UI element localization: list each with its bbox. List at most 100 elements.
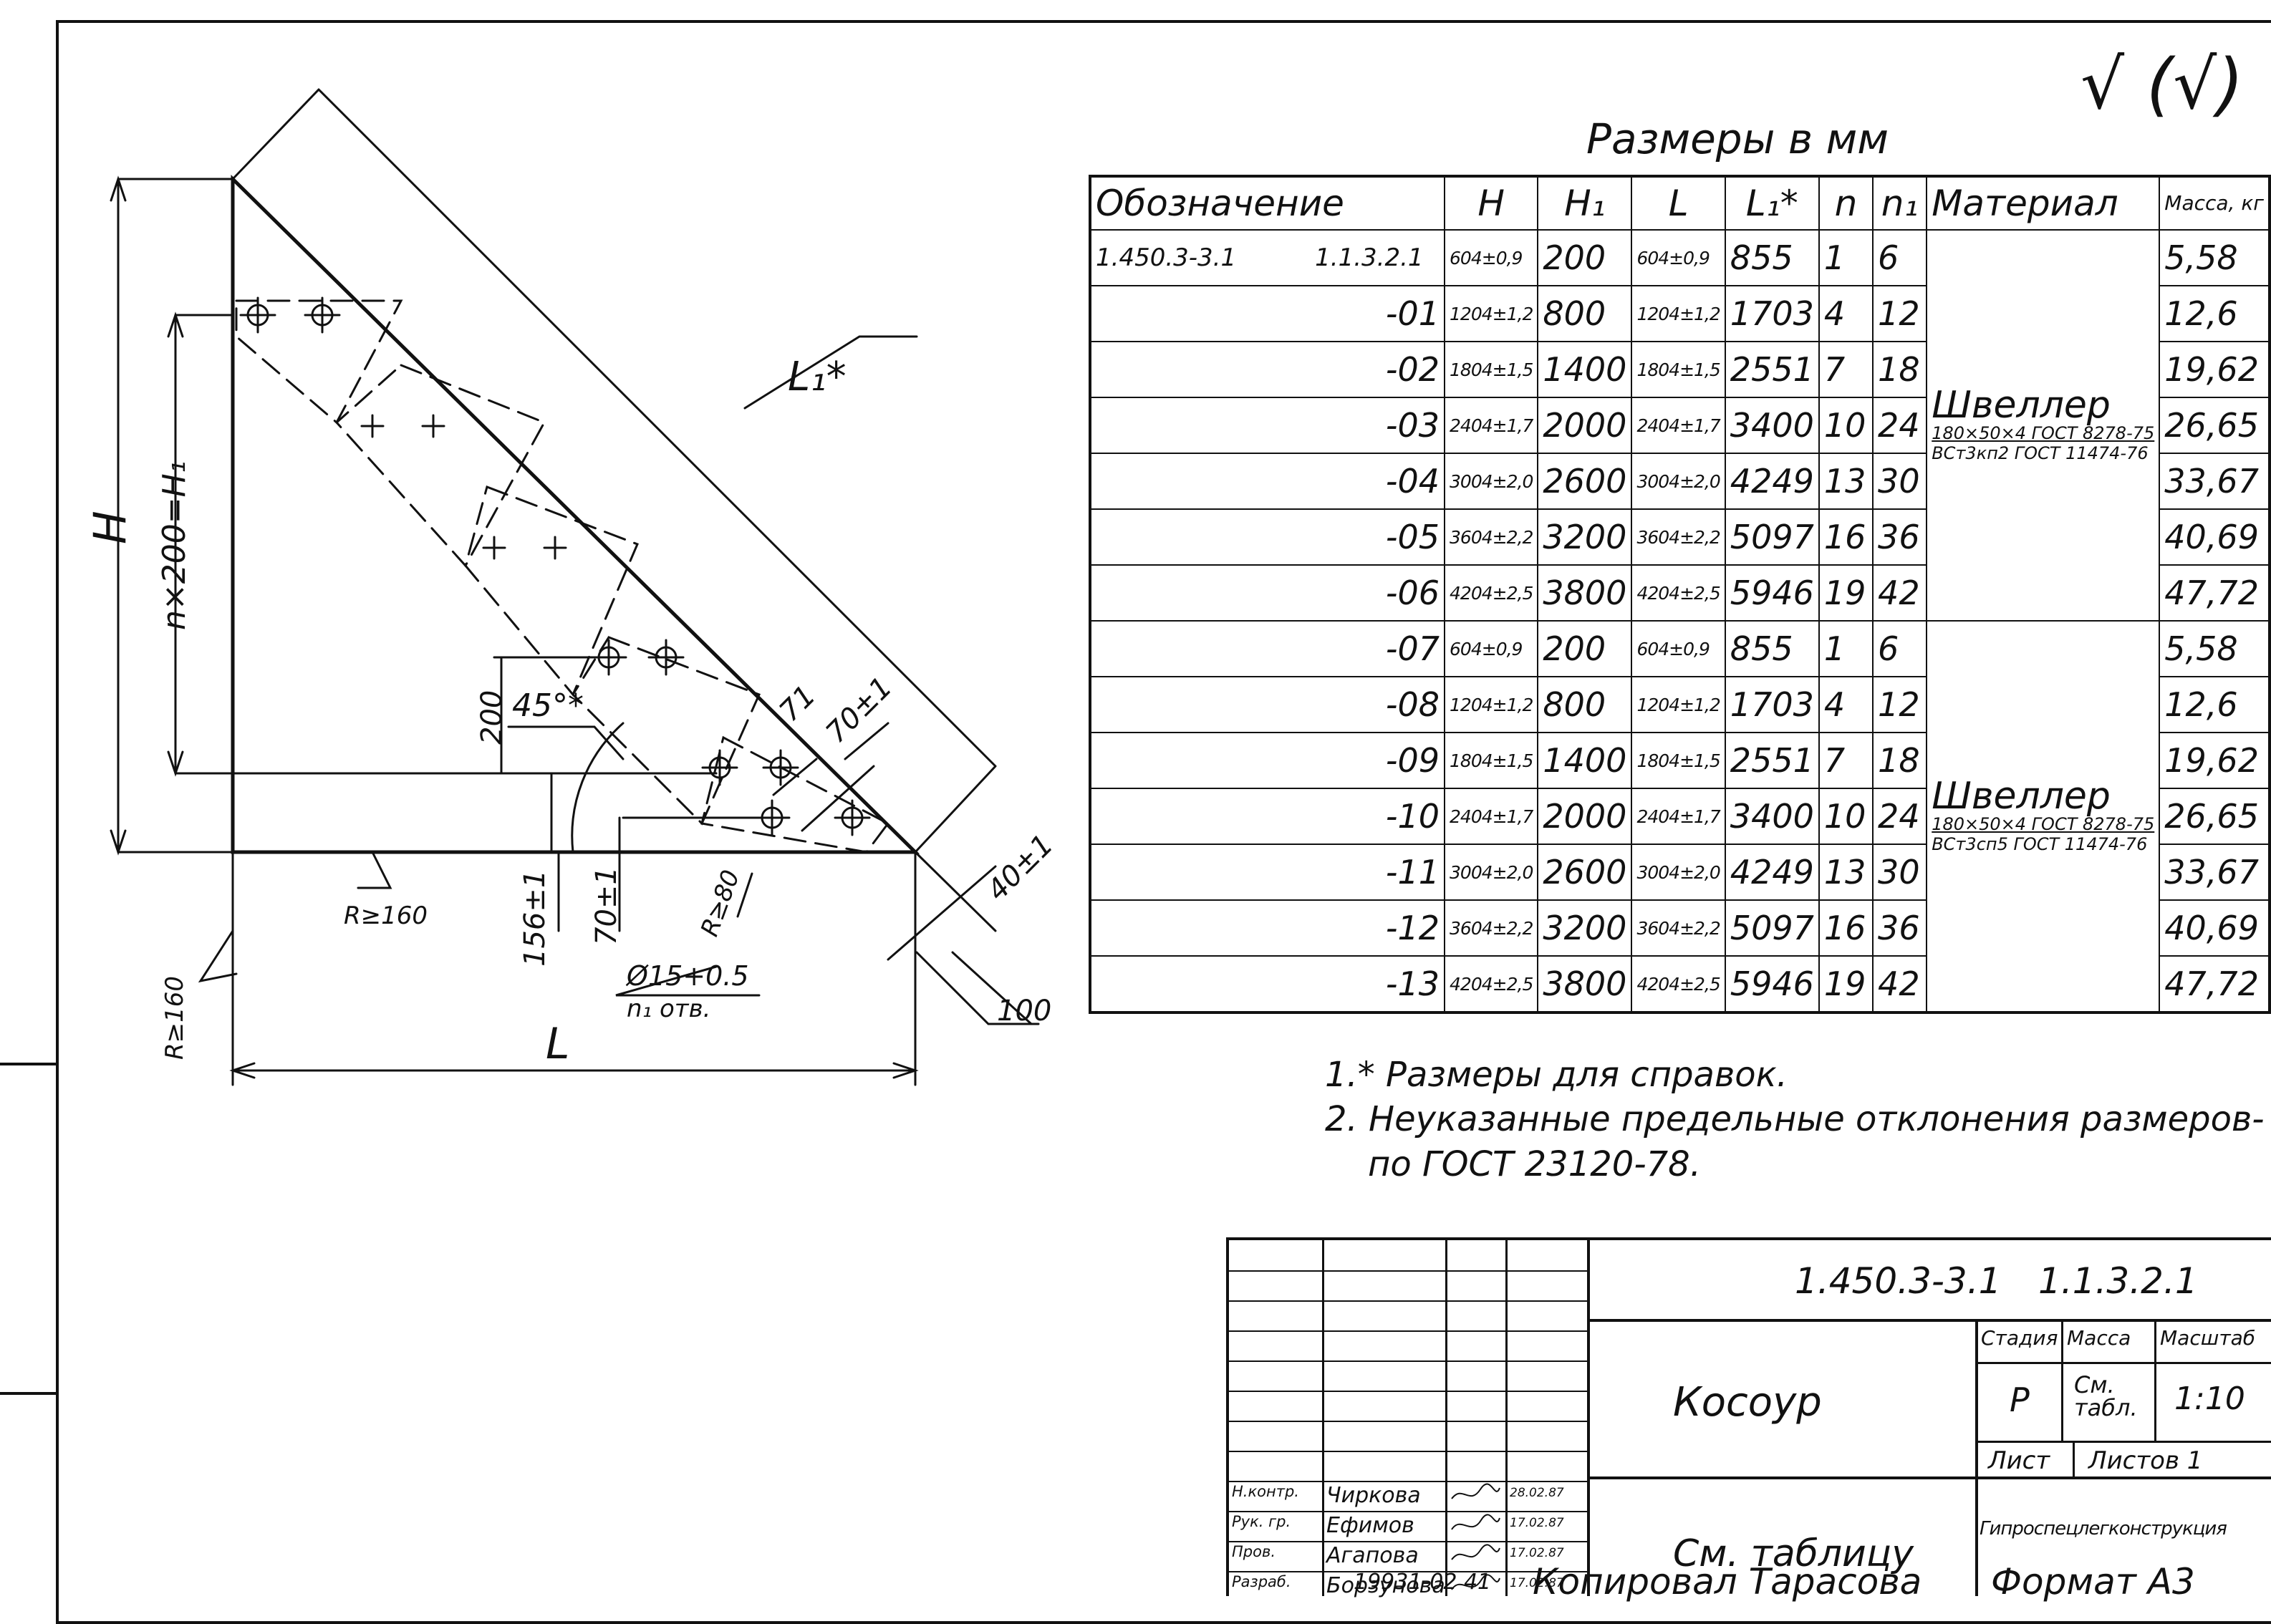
sheet-format: Формат А3 xyxy=(1991,1561,2195,1603)
cell-L: 604±0,9 xyxy=(1631,620,1726,677)
table-header-row: Обозначение H H₁ L L₁* n n₁ Материал Мас… xyxy=(1089,175,2270,231)
cell-mass: 5,58 xyxy=(2159,229,2270,286)
cell-n: 16 xyxy=(1818,899,1874,957)
holes-count: n₁ отв. xyxy=(627,995,710,1023)
cell-n1: 30 xyxy=(1872,844,1928,901)
header-n1: n₁ xyxy=(1872,175,1928,231)
cell-L: 4204±2,5 xyxy=(1631,955,1726,1013)
cell-n1: 36 xyxy=(1872,508,1928,566)
dim-H: H xyxy=(84,511,136,544)
date-3: 17.02.87 xyxy=(1510,1546,1564,1560)
cell-mass: 19,62 xyxy=(2159,732,2270,789)
material-name: Швеллер xyxy=(1932,384,2111,427)
date-2: 17.02.87 xyxy=(1510,1516,1564,1530)
cell-H1: 2600 xyxy=(1537,844,1633,901)
header-H1: H₁ xyxy=(1537,175,1633,231)
cell-H: 2404±1,7 xyxy=(1444,397,1539,454)
cell-H: 1804±1,5 xyxy=(1444,732,1539,789)
role-3: Пров. xyxy=(1232,1543,1276,1560)
angle-45: 45°* xyxy=(512,687,584,724)
cell-designation: -08 xyxy=(1089,676,1446,733)
mass-label: Масса xyxy=(2067,1326,2131,1350)
cell-mass: 26,65 xyxy=(2159,397,2270,454)
dim-156: 156±1 xyxy=(519,870,551,967)
notes: 1.* Размеры для справок. 2. Неуказанные … xyxy=(1325,1053,2265,1186)
cell-H: 3604±2,2 xyxy=(1444,899,1539,957)
cell-n: 1 xyxy=(1818,620,1874,677)
cell-designation: -05 xyxy=(1089,508,1446,566)
cell-H: 2404±1,7 xyxy=(1444,788,1539,845)
organization: Гипроспецлегконструкция xyxy=(1980,1518,2227,1540)
header-designation: Обозначение xyxy=(1089,175,1446,231)
surface-roughness-symbol: √ (√) xyxy=(2080,44,2244,125)
cell-L1: 1703 xyxy=(1724,676,1820,733)
material-steel: ВСт3кп2 ГОСТ 11474-76 xyxy=(1932,443,2149,463)
dim-n-x-200: n×200=H₁ xyxy=(156,461,193,630)
dim-70-lower: 70±1 xyxy=(590,866,623,945)
cell-L: 1204±1,2 xyxy=(1631,676,1726,733)
cell-n: 4 xyxy=(1818,285,1874,342)
cell-L1: 5097 xyxy=(1724,508,1820,566)
cell-n1: 12 xyxy=(1872,676,1928,733)
dim-100: 100 xyxy=(997,995,1051,1028)
cell-H: 4204±2,5 xyxy=(1444,564,1539,622)
cell-n1: 12 xyxy=(1872,285,1928,342)
cell-L1: 2551 xyxy=(1724,732,1820,789)
cell-mass: 5,58 xyxy=(2159,620,2270,677)
part-name: Косоур xyxy=(1673,1379,1822,1426)
cell-designation: -11 xyxy=(1089,844,1446,901)
stringer-outline xyxy=(231,175,920,854)
cell-n1: 30 xyxy=(1872,453,1928,510)
cell-L: 3004±2,0 xyxy=(1631,453,1726,510)
cell-designation: -01 xyxy=(1089,285,1446,342)
dim-L: L xyxy=(546,1019,569,1069)
note-2: 2. Неуказанные предельные отклонения раз… xyxy=(1325,1099,2265,1140)
radius-r160-left: R≥160 xyxy=(160,976,189,1060)
dim-70: 70±1 xyxy=(820,671,899,750)
stage-value: Р xyxy=(2010,1381,2030,1419)
cell-H1: 2000 xyxy=(1537,397,1633,454)
cell-H: 1204±1,2 xyxy=(1444,676,1539,733)
cell-H1: 800 xyxy=(1537,676,1633,733)
cell-L: 2404±1,7 xyxy=(1631,397,1726,454)
cell-n1: 36 xyxy=(1872,899,1928,957)
scale-label: Масштаб xyxy=(2160,1326,2256,1350)
cell-n: 10 xyxy=(1818,397,1874,454)
binding-mark-bottom xyxy=(0,1392,56,1395)
table-caption: Размеры в мм xyxy=(1586,115,1889,163)
cell-L: 1804±1,5 xyxy=(1631,732,1726,789)
date-1: 28.02.87 xyxy=(1510,1486,1564,1500)
cell-H1: 2000 xyxy=(1537,788,1633,845)
cell-mass: 12,6 xyxy=(2159,285,2270,342)
header-L1: L₁* xyxy=(1724,175,1820,231)
cell-n: 7 xyxy=(1818,341,1874,398)
copied-by: Копировал Тарасова xyxy=(1533,1561,1922,1603)
note-1: 1.* Размеры для справок. xyxy=(1325,1055,1788,1095)
cell-mass: 33,67 xyxy=(2159,844,2270,901)
cell-H: 4204±2,5 xyxy=(1444,955,1539,1013)
cell-designation: -07 xyxy=(1089,620,1446,677)
hole-marks xyxy=(239,296,871,836)
stage-label: Стадия xyxy=(1981,1326,2058,1350)
cell-designation: -12 xyxy=(1089,899,1446,957)
cell-L1: 3400 xyxy=(1724,397,1820,454)
cell-H: 604±0,9 xyxy=(1444,229,1539,286)
cell-H1: 2600 xyxy=(1537,453,1633,510)
cell-designation: -09 xyxy=(1089,732,1446,789)
cell-H: 3004±2,0 xyxy=(1444,453,1539,510)
role-1: Н.контр. xyxy=(1232,1483,1299,1500)
cell-L1: 2551 xyxy=(1724,341,1820,398)
cell-n: 13 xyxy=(1818,844,1874,901)
cell-L: 3604±2,2 xyxy=(1631,508,1726,566)
material-name: Швеллер xyxy=(1932,775,2111,818)
